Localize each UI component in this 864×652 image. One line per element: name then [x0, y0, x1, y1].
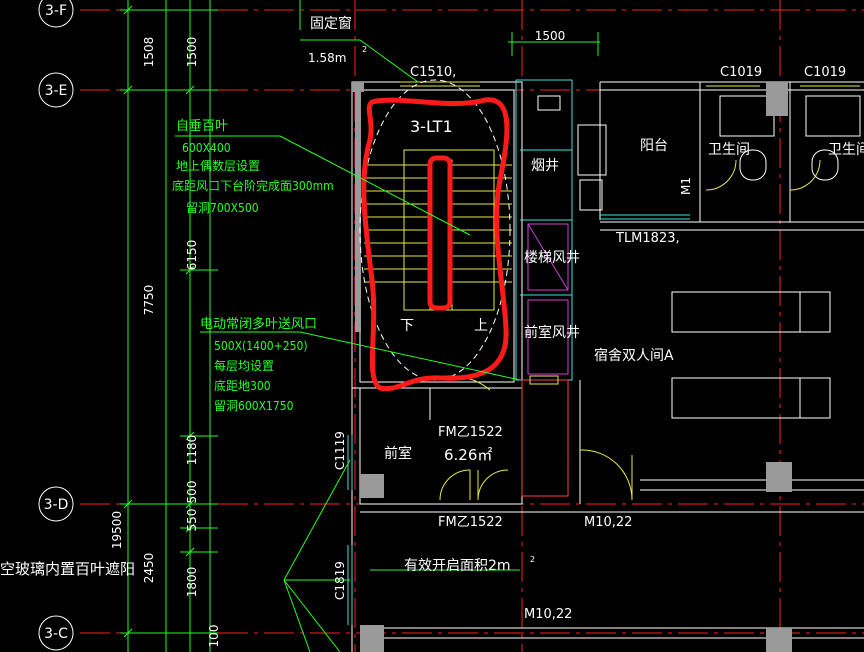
dimension-chains [120, 0, 600, 652]
dim-2450: 2450 [142, 553, 156, 584]
label-stair-vent: 楼梯风井 [524, 250, 580, 266]
note-vent-line: 留洞600X1750 [214, 399, 294, 413]
dim-550: 550 [185, 509, 199, 532]
dim-1508: 1508 [142, 37, 156, 68]
note-louver-line: 底距风口下台阶完成面300mm [172, 178, 334, 193]
axis-bubble-3d: 3-D [38, 486, 74, 522]
note-louver-line: 600X400 [182, 141, 231, 155]
label-c1019-b: C1019 [804, 65, 846, 80]
dim-500: 500 [185, 481, 199, 504]
leader-lines [175, 39, 521, 652]
note-vent-title: 电动常闭多叶送风口 [200, 316, 317, 332]
vent-box [521, 379, 569, 497]
dim-6150: 6150 [185, 240, 199, 271]
label-sup-2: 2 [530, 555, 535, 564]
dim-19500: 19500 [110, 511, 124, 549]
axis-label-3f: 3-F [45, 3, 67, 19]
label-m10-b: M10,22 [524, 607, 572, 622]
label-c1019-a: C1019 [720, 65, 762, 80]
label-anteroom: 前室 [384, 445, 412, 462]
plan-labels: 固定窗 1.58m 2 C1510, C1019 C1019 3-LT1 下 上… [0, 15, 864, 622]
label-stair-id: 3-LT1 [410, 117, 453, 136]
axis-label-3e: 3-E [45, 83, 68, 99]
note-louver-line: 地上偶数层设置 [176, 158, 260, 173]
label-effective-opening: 有效开启面积2m [404, 558, 511, 574]
label-bathroom-a: 卫生间 [708, 142, 750, 158]
label-c1819: C1819 [333, 561, 347, 600]
label-bathroom-b: 卫生间 [828, 142, 864, 158]
label-up: 上 [474, 318, 488, 334]
label-fire-door-1: FM乙1522 [438, 425, 503, 440]
note-louver: 自垂百叶 600X400 地上偶数层设置 底距风口下台阶完成面300mm 留洞7… [172, 119, 334, 215]
walls [351, 79, 864, 652]
label-glass-note: 空玻璃内置百叶遮阳 [0, 560, 135, 578]
label-m1: M1 [679, 177, 693, 195]
label-dorm-room: 宿舍双人间A [594, 347, 674, 364]
label-flue-shaft: 烟井 [531, 158, 559, 174]
label-down: 下 [400, 318, 414, 334]
dim-1180: 1180 [185, 435, 199, 466]
dim-1500-h: 1500 [535, 29, 566, 43]
structural-columns [352, 82, 792, 652]
note-vent-line: 每层均设置 [214, 358, 274, 373]
note-vent: 电动常闭多叶送风口 500X(1400+250) 每层均设置 底距地300 留洞… [200, 316, 317, 413]
label-anteroom-vent: 前室风井 [524, 324, 580, 341]
dim-1500-v: 1500 [185, 37, 199, 68]
label-m10-a: M10,22 [584, 515, 632, 530]
label-sup-1: 2 [362, 45, 367, 54]
highlight-stair-well [427, 155, 453, 311]
label-fixed-window: 固定窗 [310, 15, 352, 32]
dim-100: 100 [207, 625, 221, 648]
window-lines [347, 81, 860, 625]
axis-bubble-3c: 3-C [38, 615, 74, 651]
label-balcony: 阳台 [640, 138, 668, 154]
axis-label-3d: 3-D [44, 497, 69, 513]
highlight-stair-outline [361, 97, 510, 392]
dim-1800: 1800 [185, 567, 199, 598]
note-louver-line: 留洞700X500 [186, 201, 259, 215]
note-louver-title: 自垂百叶 [176, 119, 228, 134]
label-area: 6.26㎡ [444, 446, 492, 464]
dimension-texts: 1508 1500 6150 7750 1180 500 550 19500 1… [110, 29, 565, 647]
label-c1510: C1510, [410, 65, 456, 80]
label-fire-door-2: FM乙1522 [438, 515, 503, 530]
label-tlm: TLM1823, [615, 231, 680, 246]
shaft-details [527, 95, 569, 375]
axis-bubble-3e: 3-E [38, 72, 74, 108]
label-c1119: C1119 [333, 431, 347, 470]
axis-grid-lines [80, 0, 864, 652]
dim-7750: 7750 [142, 285, 156, 316]
axis-label-3c: 3-C [44, 626, 68, 642]
axis-bubble-3f: 3-F [38, 0, 74, 28]
note-vent-line: 500X(1400+250) [214, 339, 308, 353]
label-fixed-window-area: 1.58m [308, 51, 346, 65]
note-vent-line: 底距地300 [214, 378, 271, 393]
vent-outlet [529, 375, 559, 385]
